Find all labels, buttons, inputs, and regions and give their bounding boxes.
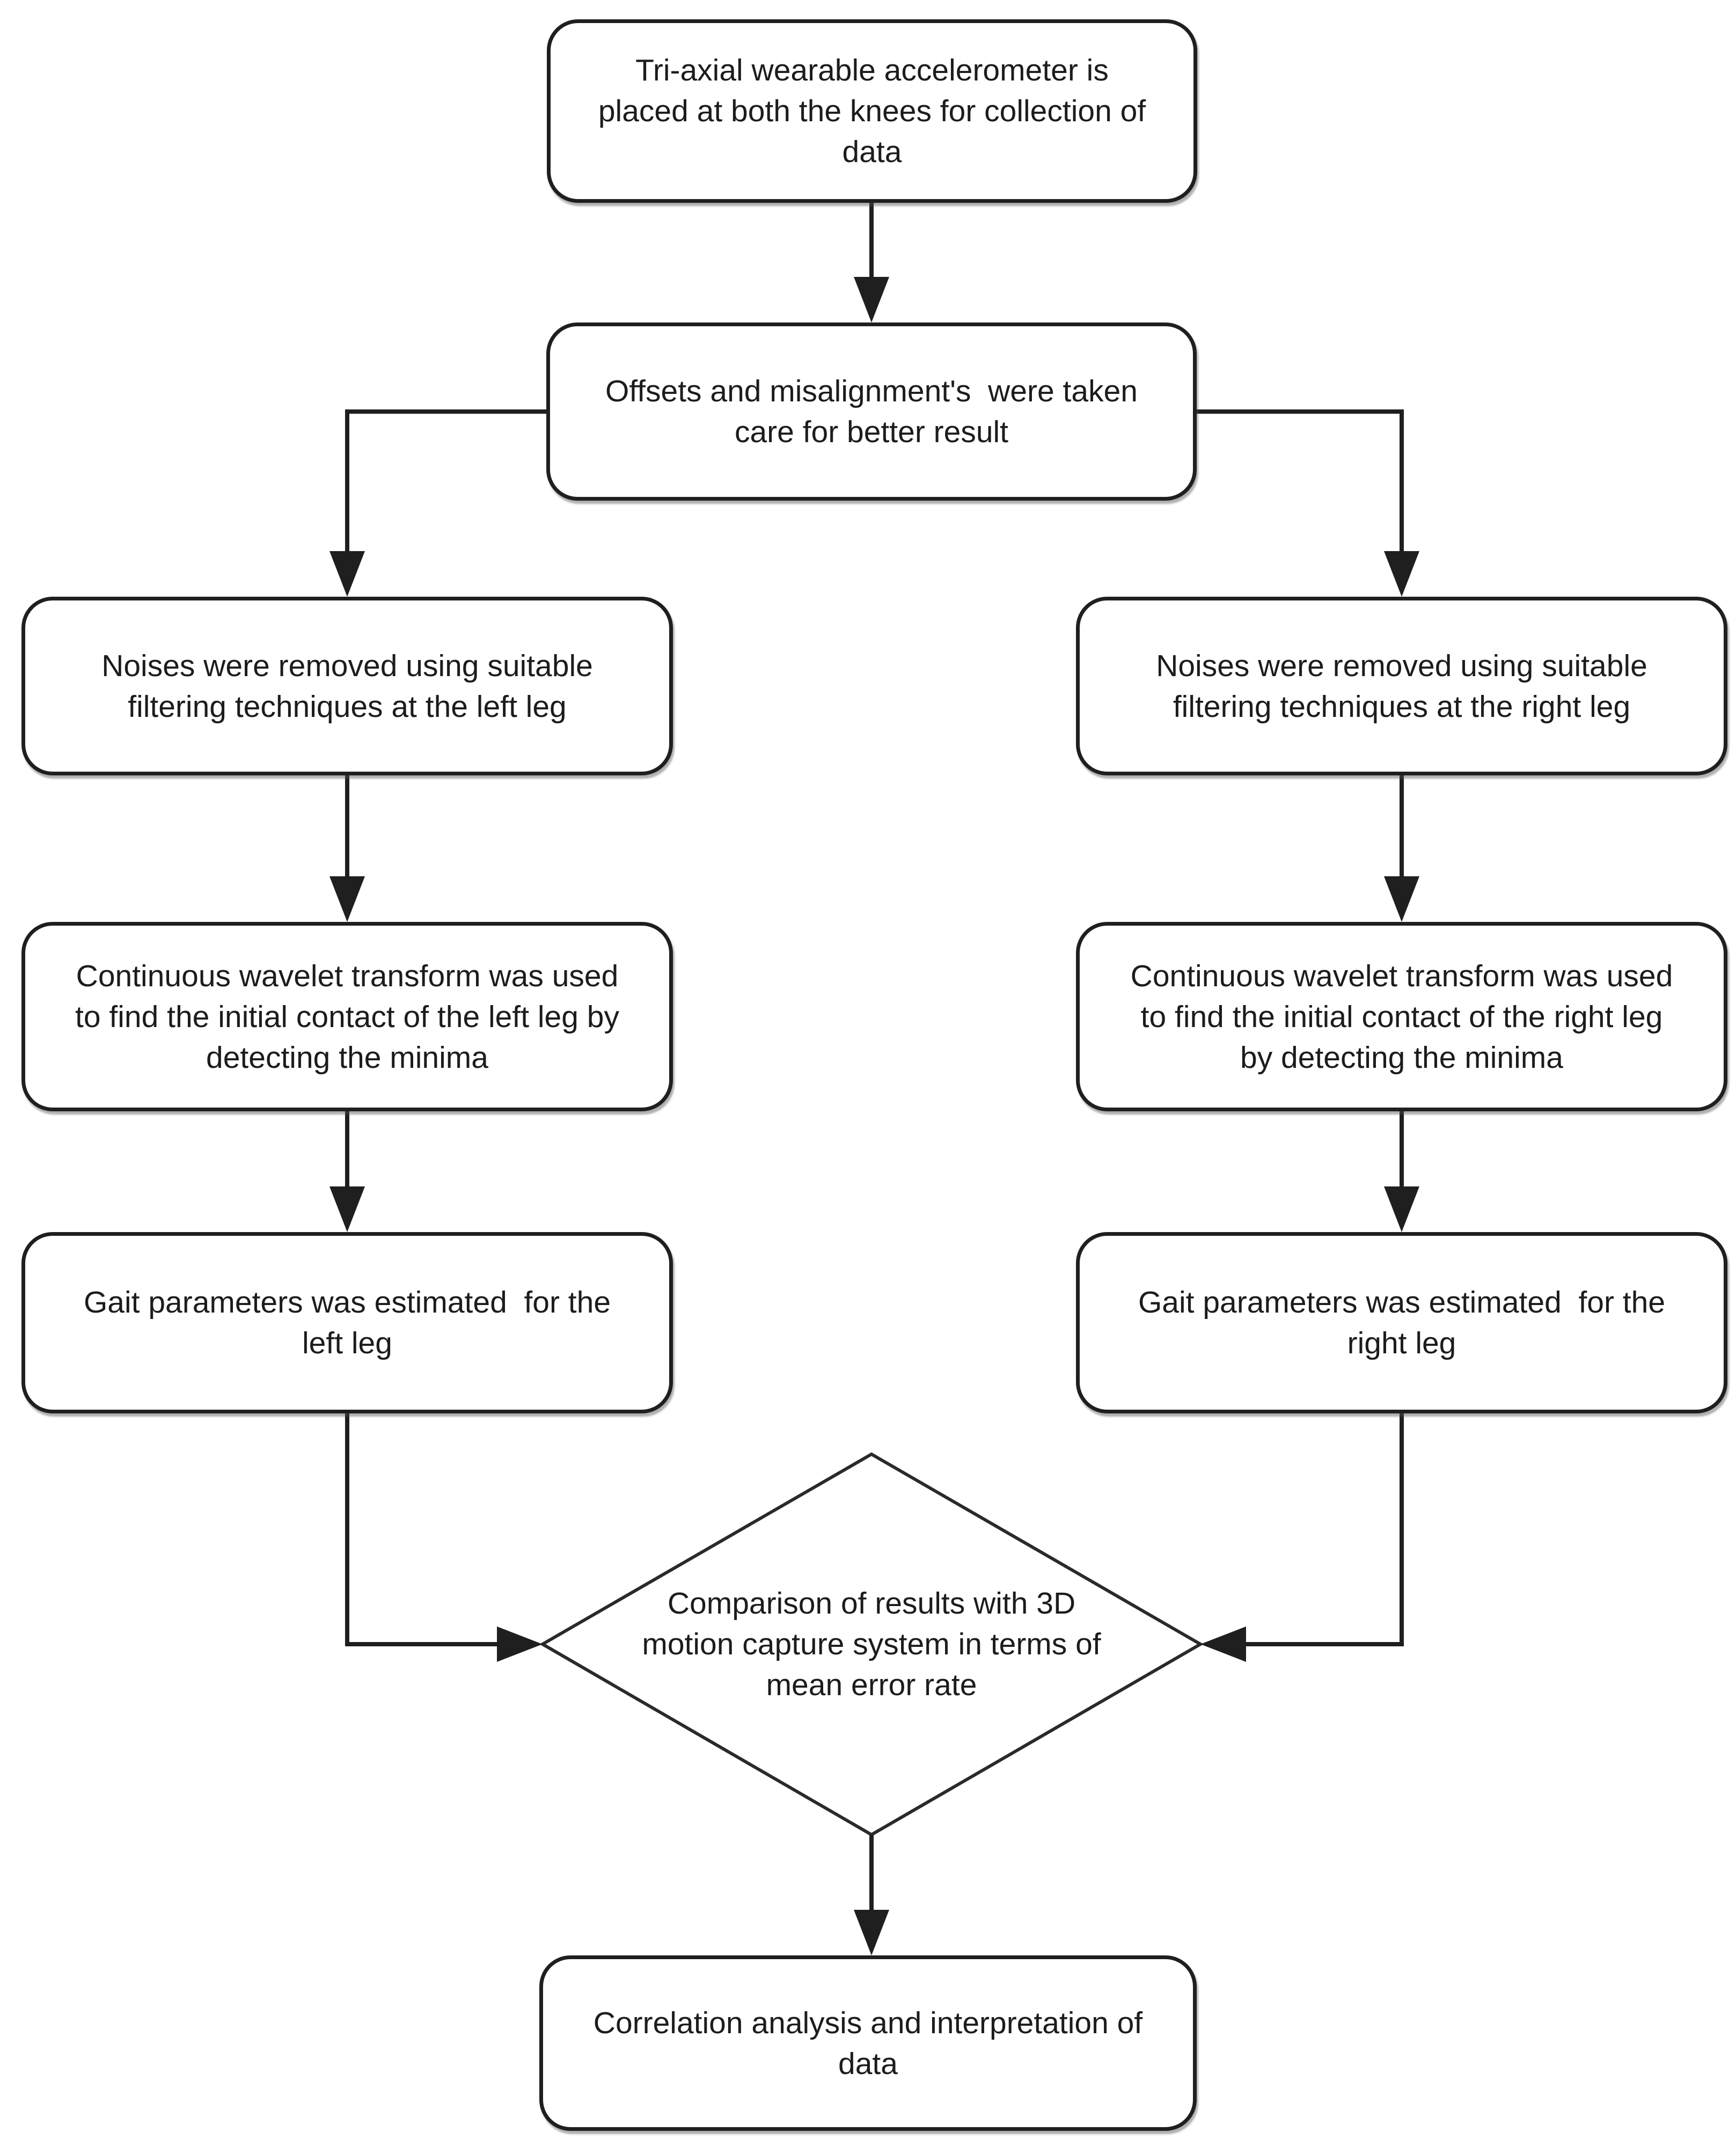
node-text-line: placed at both the knees for collection …: [598, 94, 1146, 128]
node-text-line: data: [842, 135, 902, 169]
node-offsets-misalignments: Offsets and misalignment's were taken ca…: [546, 323, 1197, 501]
node-text-line: to find the initial contact of the left …: [75, 999, 619, 1034]
arrowhead-into-noise-right: [1384, 551, 1419, 597]
arrowhead-into-gait-left: [329, 1186, 365, 1232]
node-text-line: Gait parameters was estimated for the: [1138, 1285, 1666, 1320]
node-collect-data: Tri-axial wearable accelerometer is plac…: [547, 19, 1197, 203]
node-text-line: Gait parameters was estimated for the: [83, 1285, 611, 1320]
node-compare-decision: Comparison of results with 3D motion cap…: [587, 1569, 1156, 1719]
arrowhead-into-compare-right: [1200, 1626, 1246, 1662]
node-text-line: motion capture system in terms of: [642, 1627, 1101, 1661]
arrowhead-into-gait-right: [1384, 1186, 1419, 1232]
arrowhead-into-compare-left: [497, 1626, 543, 1662]
node-gait-parameters-right: Gait parameters was estimated for the ri…: [1076, 1232, 1727, 1413]
node-text-line: data: [838, 2046, 898, 2081]
node-text-line: filtering techniques at the right leg: [1173, 689, 1631, 724]
node-text-line: detecting the minima: [206, 1040, 488, 1075]
arrowhead-into-cwt-right: [1384, 876, 1419, 922]
node-text-line: Noises were removed using suitable: [1156, 648, 1647, 683]
connector-offsets-to-noise-right: [1197, 409, 1404, 556]
node-text-line: Continuous wavelet transform was used: [1130, 958, 1673, 993]
node-cwt-right: Continuous wavelet transform was used to…: [1076, 922, 1727, 1111]
node-text-line: left leg: [302, 1326, 392, 1360]
arrowhead-into-cwt-left: [329, 876, 365, 922]
node-cwt-left: Continuous wavelet transform was used to…: [21, 922, 673, 1111]
node-text-line: Comparison of results with 3D: [667, 1586, 1076, 1621]
node-text-line: to find the initial contact of the right…: [1140, 999, 1663, 1034]
node-text-line: by detecting the minima: [1240, 1040, 1563, 1075]
node-noise-removal-left: Noises were removed using suitable filte…: [21, 597, 673, 775]
node-text-line: right leg: [1347, 1326, 1456, 1360]
node-text-line: Offsets and misalignment's were taken: [605, 374, 1138, 408]
connector-gait-left-to-compare: [345, 1413, 502, 1646]
node-noise-removal-right: Noises were removed using suitable filte…: [1076, 597, 1727, 775]
arrowhead-into-correlation: [854, 1910, 889, 1955]
node-text-line: care for better result: [734, 415, 1009, 449]
node-text-line: filtering techniques at the left leg: [128, 689, 567, 724]
node-text-line: mean error rate: [766, 1668, 977, 1702]
node-gait-parameters-left: Gait parameters was estimated for the le…: [21, 1232, 673, 1413]
connector-offsets-to-noise-left: [345, 409, 546, 556]
node-correlation-analysis: Correlation analysis and interpretation …: [539, 1955, 1197, 2131]
arrowhead-into-offsets: [854, 277, 889, 323]
arrowhead-into-noise-left: [329, 551, 365, 597]
node-text-line: Tri-axial wearable accelerometer is: [635, 53, 1109, 87]
connector-gait-right-to-compare: [1241, 1413, 1404, 1646]
node-text-line: Continuous wavelet transform was used: [76, 958, 619, 993]
node-text-line: Noises were removed using suitable: [101, 648, 593, 683]
node-text-line: Correlation analysis and interpretation …: [593, 2005, 1143, 2040]
